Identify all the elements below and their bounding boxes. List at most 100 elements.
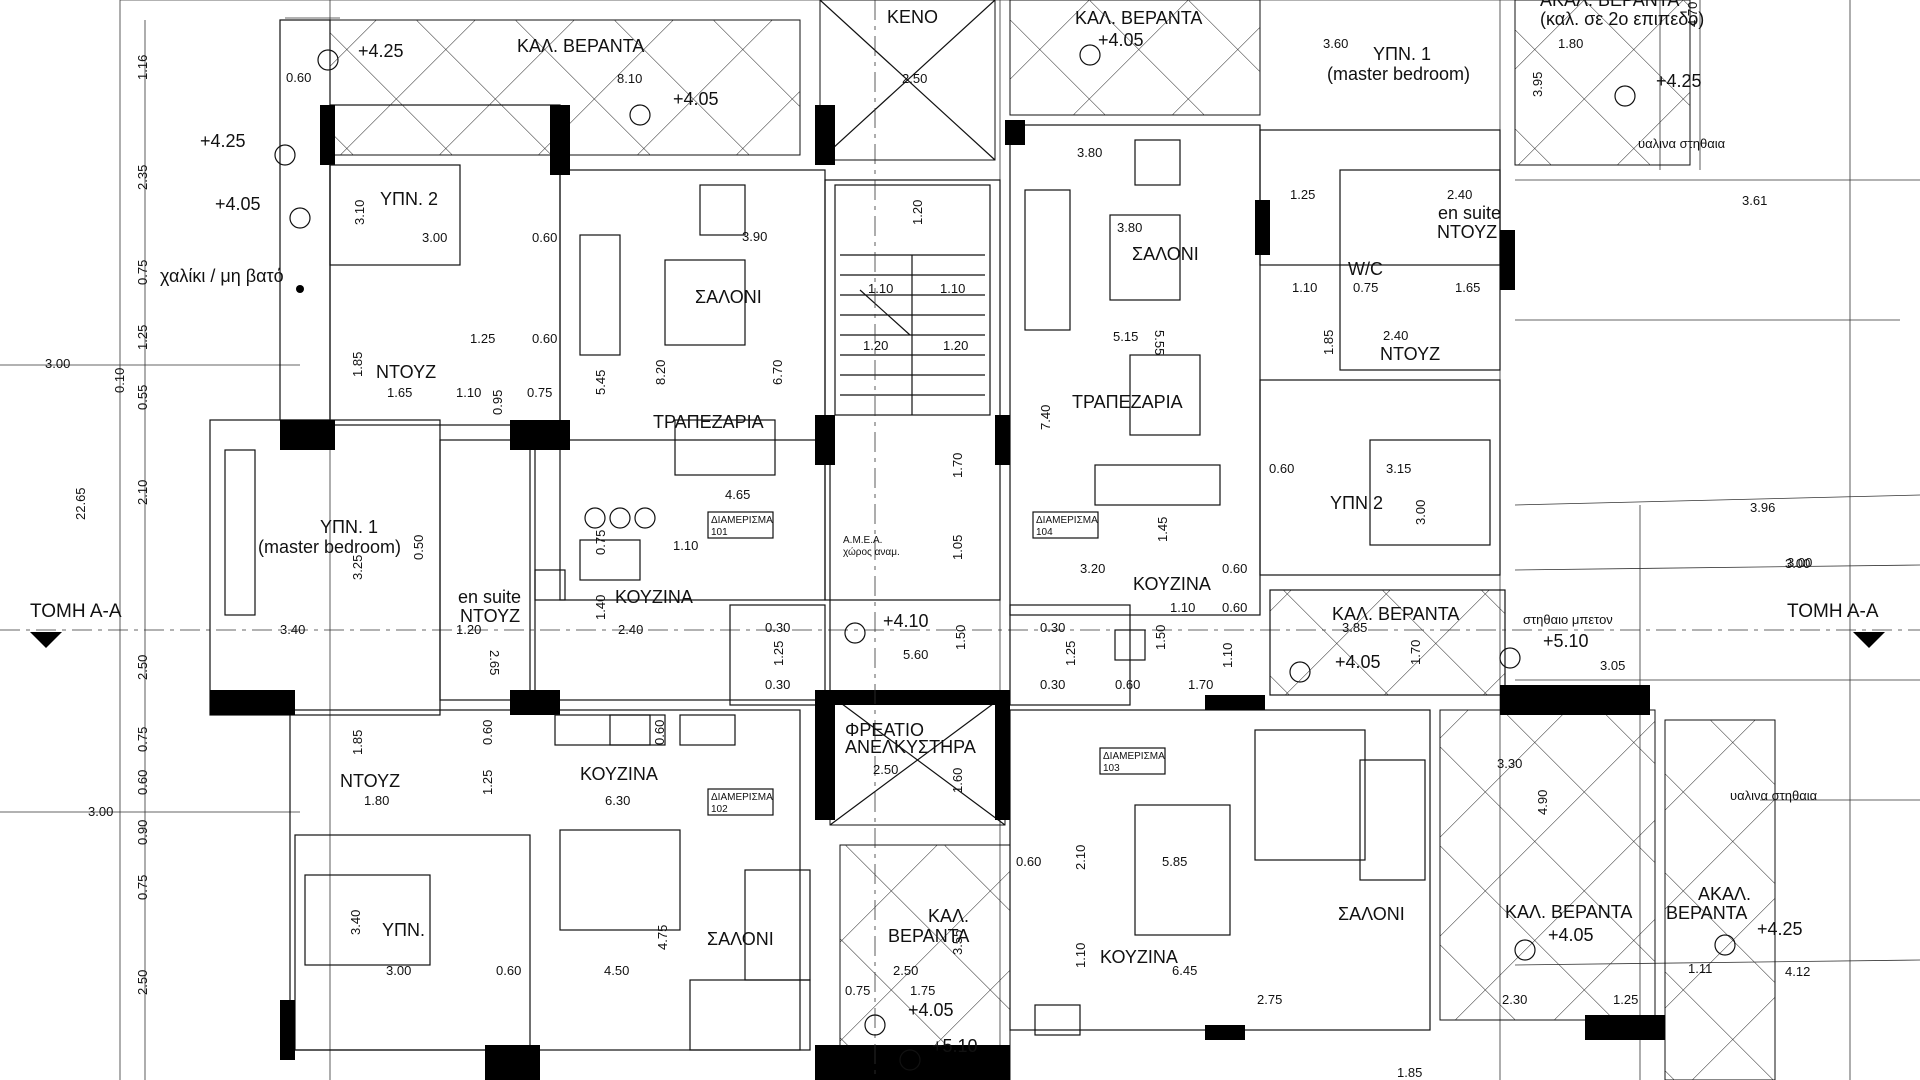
dimension-label: 3.85 [1342,620,1367,635]
dimension-label: 0.30 [765,620,790,635]
dimension-label: 3.90 [742,229,767,244]
apartment-tag-label: ΔΙΑΜΕΡΙΣΜΑ [1103,751,1165,762]
apartment-tag-number: 102 [711,804,728,815]
walls [209,19,1665,1080]
dimension-label: 3.61 [1742,193,1767,208]
apartment-tag-label: ΔΙΑΜΕΡΙΣΜΑ [711,515,773,526]
dimension-label: 8.10 [617,71,642,86]
apartment-tags: ΔΙΑΜΕΡΙΣΜΑ 101 ΔΙΑΜΕΡΙΣΜΑ 102 ΔΙΑΜΕΡΙΣΜΑ… [707,511,1166,816]
room-label-living: ΣΑΛΟΝΙ [695,287,762,307]
dimension-label: 0.75 [1353,280,1378,295]
dimension-label: 5.85 [1162,854,1187,869]
dimension-label: 3.95 [1530,72,1545,97]
dimension-label: 1.80 [364,793,389,808]
dimension-label: 0.60 [1269,461,1294,476]
room-label-bedroom-2: ΥΠΝ. 2 [380,189,438,209]
section-arrow-right [1853,632,1885,648]
note-glass-rail: υαλινα στηθαια [1730,788,1818,803]
dimension-label: 3.80 [1117,220,1142,235]
dimension-label: 22.65 [73,487,88,520]
dimension-labels: 8.10 2.50 3.60 1.80 0.60 3.80 3.80 3.90 … [45,2,1812,1080]
room-label-living: ΣΑΛΟΝΙ [707,929,774,949]
dimension-label: 3.80 [1077,145,1102,160]
dimension-label: 0.75 [135,875,150,900]
level-label: +4.25 [1757,919,1803,939]
dimension-label: 3.00 [1785,556,1810,571]
room-label-ensuite: en suite [458,587,521,607]
dimension-label: 4.50 [604,963,629,978]
room-label-ensuite-shower: ΝΤΟΥΖ [460,606,520,626]
dimension-label: 0.10 [112,368,127,393]
room-label-shower: ΝΤΟΥΖ [340,771,400,791]
dimension-label: 2.65 [487,650,502,675]
dimension-label: 7.40 [1038,405,1053,430]
room-label-veranda: ΚΑΛ. ΒΕΡΑΝΤΑ [517,36,644,56]
dimension-label: 0.30 [1040,677,1065,692]
dimension-label: 1.85 [1321,330,1336,355]
dimension-label: 2.50 [135,970,150,995]
dimension-label: 1.45 [1155,517,1170,542]
dimension-label: 1.85 [350,352,365,377]
room-label-lift-shaft: ΦΡΕΑΤΙΟ [845,720,924,740]
room-label-disabled: Α.Μ.Ε.Α. [843,535,882,546]
dimension-label: 0.60 [532,331,557,346]
room-label-shower: ΝΤΟΥΖ [376,362,436,382]
room-label-wc: W/C [1348,259,1383,279]
dimension-label: 2.75 [1257,992,1282,1007]
dimension-label: 1.60 [950,768,965,793]
dimension-label: 0.75 [527,385,552,400]
dimension-label: 0.75 [593,530,608,555]
dimension-label: 0.60 [480,720,495,745]
room-label-uncovered-veranda: ΒΕΡΑΝΤΑ [1666,903,1747,923]
room-label-shower: ΝΤΟΥΖ [1380,344,1440,364]
room-label-veranda: ΚΑΛ. [928,906,969,926]
room-label-void: ΚΕΝΟ [887,7,938,27]
dimension-label: 1.25 [1613,992,1638,1007]
dimension-label: 0.75 [845,983,870,998]
dimension-label: 0.60 [135,770,150,795]
dimension-label: 1.20 [943,338,968,353]
room-label-lift: ΑΝΕΛΚΥΣΤΗΡΑ [845,737,976,757]
level-label: +4.05 [908,1000,954,1020]
dimension-label: 3.00 [422,230,447,245]
dimension-label: 1.10 [868,281,893,296]
dimension-label: 1.05 [950,535,965,560]
dimension-label: 5.45 [593,370,608,395]
dimension-label: 1.70 [1188,677,1213,692]
dimension-label: 3.00 [1787,555,1812,570]
level-label: +4.05 [1548,925,1594,945]
dimension-label: 1.25 [480,770,495,795]
dimension-label: 3.40 [280,622,305,637]
dimension-label: 0.60 [1222,600,1247,615]
note-concrete-rail: στηθαιο μπετον [1523,612,1613,627]
dimension-label: 6.70 [770,360,785,385]
hatched-verandas [329,0,1776,1080]
section-label-left: ΤΟΜΗ Α-Α [30,601,122,622]
dimension-label: 1.10 [673,538,698,553]
dimension-label: 0.60 [1115,677,1140,692]
dimension-label: 2.50 [893,963,918,978]
dimension-label: 6.45 [1172,963,1197,978]
room-label-veranda: ΚΑΛ. ΒΕΡΑΝΤΑ [1332,604,1459,624]
apartment-tag-label: ΔΙΑΜΕΡΙΣΜΑ [1036,515,1098,526]
dimension-label: 1.10 [940,281,965,296]
dimension-label: 5.60 [903,647,928,662]
dimension-label: 1.40 [593,595,608,620]
room-labels: ΚΑΛ. ΒΕΡΑΝΤΑ ΥΠΝ. 2 ΝΤΟΥΖ ΣΑΛΟΝΙ ΤΡΑΠΕΖΑ… [258,0,1751,967]
room-label-bedroom-2: ΥΠΝ 2 [1330,493,1383,513]
dimension-label: 4.12 [1785,964,1810,979]
room-label-dining: ΤΡΑΠΕΖΑΡΙΑ [1072,392,1183,412]
dimension-label: 4.70 [1685,2,1700,27]
section-arrow-left [30,632,62,648]
dimension-label: 1.25 [1290,187,1315,202]
dimension-label: 1.10 [1292,280,1317,295]
room-label-kitchen: ΚΟΥΖΙΝΑ [615,587,693,607]
dimension-label: 0.60 [496,963,521,978]
apartment-tag-number: 104 [1036,527,1053,538]
dimension-label: 1.20 [863,338,888,353]
section-label-right: ΤΟΜΗ Α-Α [1787,601,1879,622]
dimension-label: 1.50 [953,625,968,650]
room-label-master: (master bedroom) [258,537,401,557]
dimension-label: 1.20 [910,200,925,225]
